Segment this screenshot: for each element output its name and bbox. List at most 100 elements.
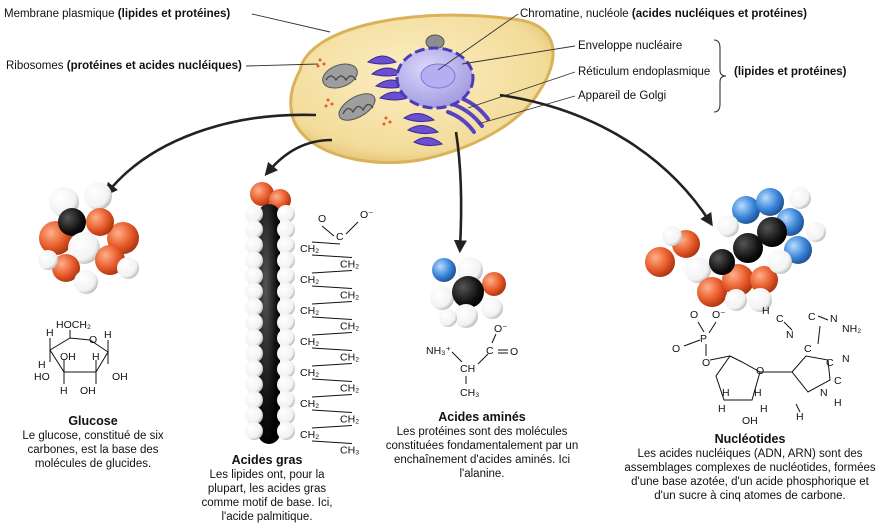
ch2-group: CH₂ bbox=[340, 290, 359, 302]
caption-acides-gras-text: Les lipides ont, pour la plupart, les ac… bbox=[201, 469, 333, 523]
bond bbox=[311, 241, 341, 245]
hydrogen-atom bbox=[245, 406, 263, 425]
hydrogen-atom bbox=[245, 220, 263, 239]
bond bbox=[311, 425, 353, 429]
bond bbox=[311, 440, 353, 444]
bond bbox=[311, 409, 353, 413]
svg-text:H: H bbox=[754, 387, 762, 399]
hydrogen-atom bbox=[245, 391, 263, 409]
hydrogen-atom bbox=[277, 313, 295, 332]
svg-text:C: C bbox=[804, 343, 812, 355]
svg-text:OH: OH bbox=[742, 415, 758, 427]
alanine-model bbox=[430, 257, 506, 328]
arrows bbox=[104, 93, 713, 254]
svg-text:N: N bbox=[786, 329, 794, 341]
hydrogen-atom bbox=[277, 422, 295, 440]
svg-text:H: H bbox=[722, 387, 730, 399]
caption-acides-amines: Acides aminés Les protéines sont des mol… bbox=[382, 410, 582, 481]
hydrogen-atom bbox=[245, 267, 263, 285]
hydrogen-atom bbox=[277, 375, 295, 394]
hydrogen-atom bbox=[277, 282, 295, 301]
svg-text:H: H bbox=[762, 305, 770, 317]
svg-text:P: P bbox=[700, 333, 707, 345]
svg-text:OH: OH bbox=[60, 351, 76, 363]
svg-text:HO: HO bbox=[34, 371, 50, 383]
fatty-acid-formula: O O⁻ C CH₂CH₂CH₂CH₂CH₂CH₂CH₂CH₂CH₂CH₂CH₂… bbox=[300, 209, 374, 457]
label-group-detail: (lipides et protéines) bbox=[734, 66, 847, 78]
bond bbox=[311, 347, 353, 351]
svg-text:H: H bbox=[796, 411, 804, 423]
ch2-group: CH₂ bbox=[300, 243, 319, 255]
caption-acides-amines-title: Acides aminés bbox=[438, 410, 526, 424]
svg-text:C: C bbox=[336, 231, 344, 243]
hydrogen-atom bbox=[277, 391, 295, 409]
bond bbox=[311, 285, 353, 289]
hydrogen-atom bbox=[245, 344, 263, 363]
svg-text:O: O bbox=[756, 365, 764, 377]
svg-text:O⁻: O⁻ bbox=[712, 309, 726, 321]
ch3-group: CH₃ bbox=[340, 445, 359, 457]
ch2-group: CH₂ bbox=[340, 414, 359, 426]
caption-nucleotides: Nucléotides Les acides nucléiques (ADN, … bbox=[620, 432, 880, 503]
ch2-group: CH₂ bbox=[300, 398, 319, 410]
bond bbox=[311, 378, 353, 382]
svg-text:N: N bbox=[820, 387, 828, 399]
bond bbox=[311, 332, 353, 336]
label-golgi: Appareil de Golgi bbox=[578, 90, 667, 102]
glucose-model bbox=[38, 182, 139, 294]
svg-text:H: H bbox=[38, 359, 46, 371]
svg-text:O: O bbox=[702, 357, 710, 369]
svg-text:O: O bbox=[89, 334, 97, 346]
hydrogen-atom bbox=[245, 298, 263, 316]
ribosomes-dots bbox=[316, 58, 392, 126]
caption-glucose-title: Glucose bbox=[68, 414, 118, 428]
hydrogen-atom bbox=[245, 205, 263, 223]
svg-text:H: H bbox=[718, 403, 726, 415]
bond bbox=[311, 254, 353, 258]
alanine-formula: NH₃⁺ CH C O O⁻ CH₃ bbox=[426, 323, 518, 399]
hydrogen-atom bbox=[245, 251, 263, 270]
hydrogen-atom bbox=[277, 329, 295, 347]
ch2-group: CH₂ bbox=[300, 274, 319, 286]
ch2-group: CH₂ bbox=[300, 367, 319, 379]
hydrogen-atom bbox=[277, 344, 295, 363]
svg-text:C: C bbox=[826, 357, 834, 369]
hydrogen-atom bbox=[245, 375, 263, 394]
ch2-group: CH₂ bbox=[340, 321, 359, 333]
cell bbox=[289, 13, 555, 165]
hydrogen-atom bbox=[277, 251, 295, 270]
hydrogen-atom bbox=[245, 329, 263, 347]
label-chromatine: Chromatine, nucléole (acides nucléiques … bbox=[520, 8, 807, 20]
svg-text:H: H bbox=[834, 397, 842, 409]
ch2-group: CH₂ bbox=[300, 429, 319, 441]
bond bbox=[311, 363, 353, 367]
ch2-group: CH₂ bbox=[340, 259, 359, 271]
caption-glucose: Glucose Le glucose, constitué de six car… bbox=[18, 414, 168, 471]
leader-lines bbox=[245, 13, 727, 125]
hydrogen-atom bbox=[277, 360, 295, 378]
hydrogen-atom bbox=[245, 422, 263, 440]
hydrogen-atom bbox=[245, 282, 263, 301]
hydrogen-atom bbox=[245, 236, 263, 254]
svg-text:O⁻: O⁻ bbox=[494, 323, 508, 335]
svg-text:C: C bbox=[834, 375, 842, 387]
label-reticulum: Réticulum endoplasmique bbox=[578, 66, 711, 78]
hydrogen-atom bbox=[245, 360, 263, 378]
bond bbox=[311, 301, 353, 305]
svg-text:OH: OH bbox=[112, 371, 128, 383]
nucleotide-model bbox=[645, 187, 826, 312]
svg-text:H: H bbox=[760, 403, 768, 415]
svg-text:H: H bbox=[46, 327, 54, 339]
ch2-group: CH₂ bbox=[340, 352, 359, 364]
hydrogen-atom bbox=[277, 236, 295, 254]
svg-text:O⁻: O⁻ bbox=[360, 209, 374, 221]
svg-text:N: N bbox=[842, 353, 850, 365]
caption-acides-amines-text: Les protéines sont des molécules constit… bbox=[385, 426, 579, 480]
bond bbox=[311, 316, 353, 320]
caption-glucose-text: Le glucose, constitué de six carbones, e… bbox=[22, 430, 164, 470]
hydrogen-atom bbox=[277, 406, 295, 425]
svg-text:H: H bbox=[60, 385, 68, 397]
svg-text:N: N bbox=[830, 313, 838, 325]
label-enveloppe: Enveloppe nucléaire bbox=[578, 40, 683, 52]
